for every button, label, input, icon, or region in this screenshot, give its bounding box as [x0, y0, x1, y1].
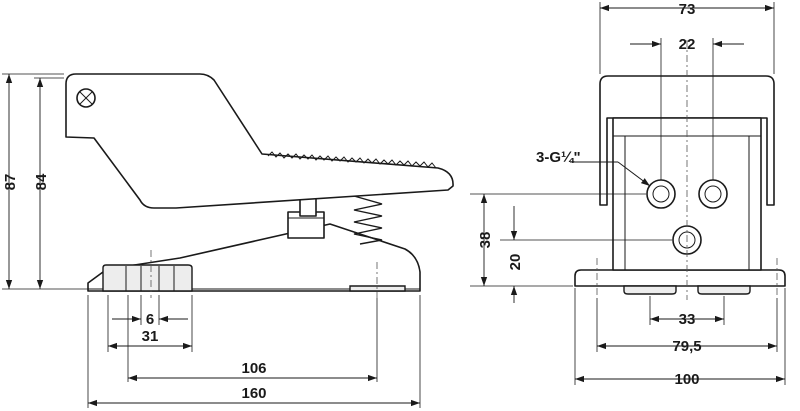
front-view: 73 22 33 79,5 100 38 20 3-G¼"	[470, 1, 786, 388]
base-plate	[574, 269, 786, 287]
dim-label-base-width: 100	[674, 371, 699, 388]
dim-label-total-length: 160	[241, 385, 266, 402]
rear-pad	[349, 285, 406, 292]
dim-label-mount-spacing: 79,5	[672, 338, 701, 355]
dim-label-total-height: 87	[2, 174, 19, 191]
return-spring	[353, 195, 383, 245]
dim-label-hole-spacing: 106	[241, 360, 266, 377]
pedal-grip-ridges	[267, 151, 437, 169]
port-label-arrow	[617, 161, 651, 187]
dim-label-slot-width: 6	[146, 311, 154, 328]
port-upper-right-inner	[704, 185, 722, 203]
screw-cross-b	[79, 91, 93, 105]
dim-label-port-spacing-upper: 22	[679, 36, 696, 53]
pedal-body	[65, 73, 454, 209]
dim-label-port-spacing-lower: 33	[679, 311, 696, 328]
foot-left	[623, 285, 677, 295]
dim-label-port-height-lower: 20	[507, 254, 524, 271]
front-pad	[102, 264, 193, 292]
cover-housing	[599, 75, 775, 206]
port-thread-label: 3-G¼"	[536, 149, 581, 166]
foot-right	[697, 285, 751, 295]
side-view: 160 106 31 6 87 84	[2, 73, 454, 408]
dim-label-pad-width: 31	[142, 328, 159, 345]
dim-label-pedal-height: 84	[33, 173, 50, 190]
port-upper-left-icon	[646, 179, 676, 209]
dim-label-body-width: 73	[679, 1, 696, 18]
port-upper-right-icon	[698, 179, 728, 209]
port-upper-left-inner	[652, 185, 670, 203]
dim-label-port-height-upper: 38	[477, 232, 494, 249]
